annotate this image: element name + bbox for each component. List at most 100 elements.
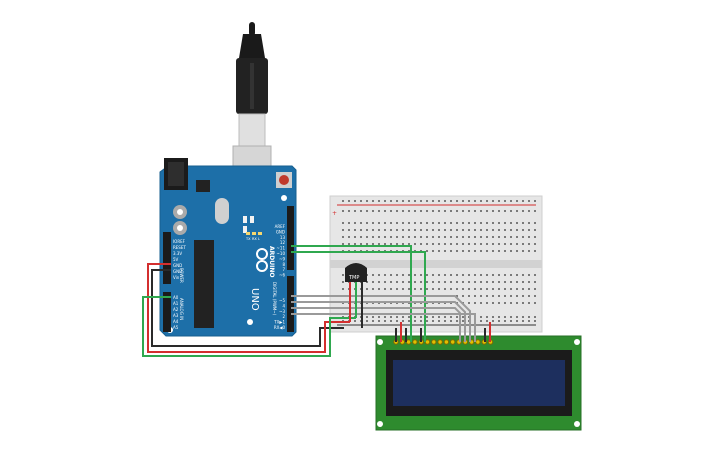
breadboard-hole — [342, 222, 344, 224]
breadboard-hole — [402, 200, 404, 202]
breadboard-hole — [486, 250, 488, 252]
breadboard-hole — [354, 210, 356, 212]
breadboard-hole — [516, 200, 518, 202]
breadboard-hole — [390, 274, 392, 276]
breadboard-hole — [366, 200, 368, 202]
breadboard-hole — [480, 288, 482, 290]
breadboard-hole — [462, 281, 464, 283]
led-tx — [246, 232, 250, 235]
breadboard-hole — [534, 229, 536, 231]
breadboard-hole — [450, 320, 452, 322]
breadboard-hole — [348, 229, 350, 231]
breadboard-hole — [438, 210, 440, 212]
breadboard-hole — [456, 200, 458, 202]
breadboard-hole — [516, 316, 518, 318]
analog-label: ANALOG IN — [179, 298, 184, 320]
breadboard-hole — [402, 274, 404, 276]
breadboard-hole — [504, 250, 506, 252]
breadboard-hole — [426, 200, 428, 202]
breadboard-hole — [510, 302, 512, 304]
breadboard-hole — [438, 274, 440, 276]
breadboard-hole — [426, 288, 428, 290]
breadboard-hole — [414, 288, 416, 290]
pin-label: RX◀0 — [274, 325, 286, 330]
pin-label: ~6 — [279, 273, 285, 278]
breadboard-hole — [342, 236, 344, 238]
breadboard-hole — [528, 281, 530, 283]
breadboard-hole — [444, 229, 446, 231]
breadboard-hole — [378, 320, 380, 322]
breadboard-hole — [486, 274, 488, 276]
breadboard-hole — [522, 288, 524, 290]
breadboard-hole — [420, 288, 422, 290]
pin-label: 5V — [173, 257, 179, 262]
breadboard-hole — [390, 236, 392, 238]
breadboard-hole — [372, 210, 374, 212]
breadboard-hole — [432, 236, 434, 238]
breadboard-hole — [414, 222, 416, 224]
breadboard-hole — [522, 295, 524, 297]
breadboard-hole — [390, 200, 392, 202]
breadboard-hole — [480, 274, 482, 276]
breadboard-hole — [396, 274, 398, 276]
breadboard-hole — [384, 229, 386, 231]
breadboard-hole — [408, 229, 410, 231]
breadboard-hole — [510, 316, 512, 318]
breadboard-hole — [516, 281, 518, 283]
breadboard-hole — [456, 295, 458, 297]
breadboard-hole — [504, 281, 506, 283]
pin-label: ~3 — [279, 309, 285, 314]
breadboard-hole — [456, 229, 458, 231]
breadboard-hole — [450, 210, 452, 212]
breadboard-hole — [534, 236, 536, 238]
breadboard-hole — [492, 288, 494, 290]
lcd-pin — [475, 339, 481, 345]
pin-label: 8 — [282, 262, 285, 267]
breadboard-hole — [462, 222, 464, 224]
breadboard-hole — [450, 288, 452, 290]
breadboard-hole — [492, 229, 494, 231]
arduino-uno-board: ARDUINO UNO DIGITAL (PWM~) POWER ANALOG … — [159, 158, 297, 337]
breadboard-hole — [444, 274, 446, 276]
breadboard-hole — [510, 200, 512, 202]
breadboard-hole — [516, 320, 518, 322]
breadboard-hole — [378, 229, 380, 231]
breadboard-hole — [498, 243, 500, 245]
breadboard-hole — [378, 222, 380, 224]
breadboard-hole — [510, 236, 512, 238]
breadboard-hole — [462, 295, 464, 297]
lcd-pin — [431, 339, 437, 345]
breadboard-hole — [498, 200, 500, 202]
breadboard-hole — [462, 229, 464, 231]
breadboard-hole — [414, 200, 416, 202]
breadboard-hole — [486, 200, 488, 202]
breadboard-hole — [522, 274, 524, 276]
breadboard-hole — [468, 250, 470, 252]
breadboard-hole — [456, 281, 458, 283]
breadboard-hole — [408, 316, 410, 318]
breadboard-hole — [504, 316, 506, 318]
breadboard-hole — [480, 200, 482, 202]
breadboard-hole — [414, 229, 416, 231]
breadboard-hole — [462, 236, 464, 238]
pin-label: Vin — [173, 275, 180, 280]
breadboard-hole — [438, 288, 440, 290]
breadboard-hole — [456, 316, 458, 318]
breadboard-hole — [510, 274, 512, 276]
breadboard-hole — [474, 302, 476, 304]
breadboard-hole — [492, 316, 494, 318]
breadboard-hole — [510, 222, 512, 224]
power-label: POWER — [179, 268, 184, 283]
wire-pin3 — [291, 307, 461, 342]
led-label: TX — [245, 237, 251, 241]
pin-label: A3 — [173, 313, 179, 318]
breadboard-hole — [414, 320, 416, 322]
breadboard-hole — [492, 236, 494, 238]
pin-label: 13 — [280, 235, 286, 240]
breadboard-hole — [396, 288, 398, 290]
breadboard-hole — [366, 288, 368, 290]
pin-label: A1 — [173, 301, 179, 306]
breadboard-hole — [462, 288, 464, 290]
breadboard-hole — [492, 320, 494, 322]
breadboard-hole — [420, 243, 422, 245]
